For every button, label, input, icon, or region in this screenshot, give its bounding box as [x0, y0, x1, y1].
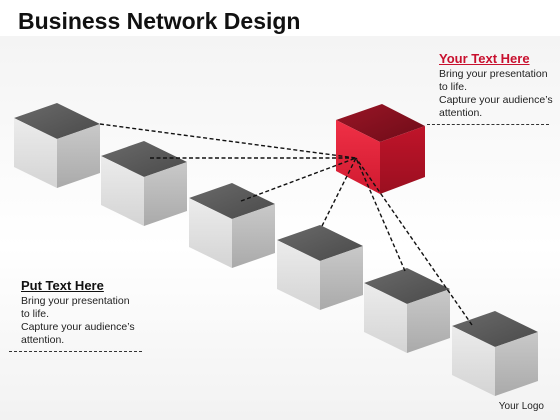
left-text-line-2: to life.	[21, 308, 50, 320]
gray-cube-3	[189, 183, 275, 268]
right-text-line-2: to life.	[439, 81, 468, 93]
gray-cube-4	[277, 225, 363, 310]
connector-line	[355, 157, 406, 272]
left-text-line-3: Capture your audience’s	[21, 321, 135, 333]
connector-line	[355, 157, 473, 326]
right-text-heading: Your Text Here	[439, 51, 530, 66]
connector-line	[240, 157, 357, 202]
left-text-divider	[9, 351, 142, 352]
gray-cube-5	[364, 268, 450, 353]
left-text-line-4: attention.	[21, 334, 65, 346]
left-text-heading: Put Text Here	[21, 278, 104, 293]
right-text-line-4: attention.	[439, 107, 483, 119]
right-text-line-3: Capture your audience’s	[439, 94, 553, 106]
right-text-line-1: Bring your presentation	[439, 68, 548, 80]
left-text-line-1: Bring your presentation	[21, 295, 130, 307]
gray-cube-1	[14, 103, 100, 188]
connector-lines	[99, 123, 473, 326]
slide-title: Business Network Design	[18, 8, 301, 34]
connector-line	[99, 123, 357, 159]
logo-text: Your Logo	[498, 401, 544, 412]
gray-cube-2	[101, 141, 187, 226]
gray-cube-6	[452, 311, 538, 396]
red-hub-cube	[336, 104, 425, 194]
left-text-block: Put Text Here Bring your presentation to…	[9, 278, 146, 352]
right-text-divider	[427, 124, 549, 125]
right-text-block: Your Text Here Bring your presentation t…	[427, 51, 557, 125]
